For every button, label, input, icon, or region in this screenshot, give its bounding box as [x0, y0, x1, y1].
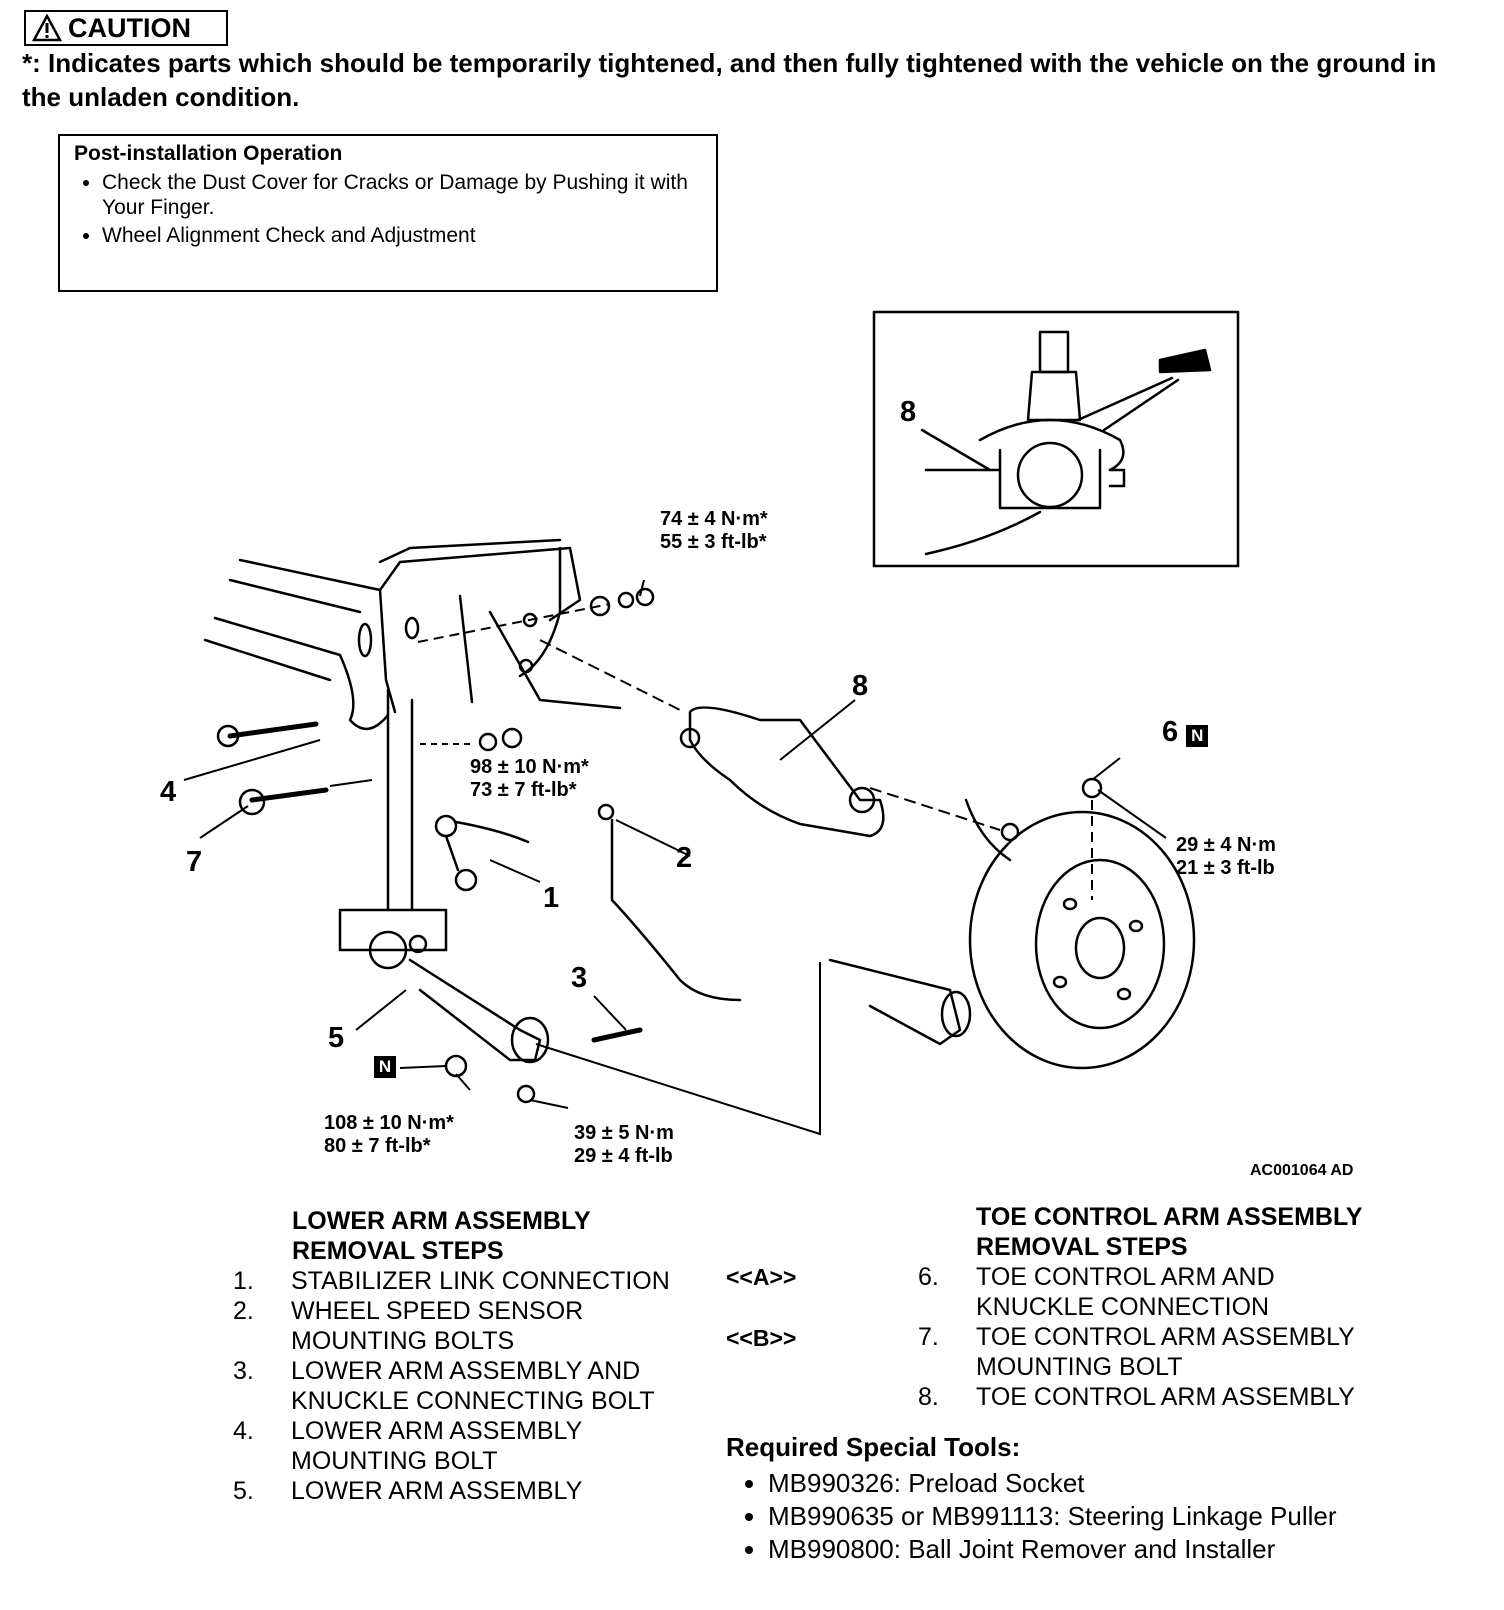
callout-8: 8 — [852, 670, 869, 702]
callout-8-inset: 8 — [900, 396, 917, 428]
toe-control-arm-drawing — [679, 706, 885, 838]
ball-joint-inset-drawing — [920, 330, 1212, 556]
callout-3: 3 — [571, 962, 588, 994]
caution-box: CAUTION — [24, 10, 228, 46]
post-installation-box: Post-installation Operation Check the Du… — [58, 134, 718, 292]
step-row: 5.LOWER ARM ASSEMBLY — [233, 1477, 583, 1505]
speed-sensor-harness-drawing — [610, 818, 742, 1002]
marker-a: <<A>> — [726, 1264, 797, 1290]
new-part-mark-lower: N — [374, 1056, 396, 1078]
crossmember-drawing — [203, 538, 622, 730]
warning-triangle-icon — [32, 14, 62, 42]
stabilizer-link-drawing — [434, 814, 530, 892]
callout-4: 4 — [160, 776, 177, 808]
tool-item: MB990800: Ball Joint Remover and Install… — [768, 1533, 1466, 1566]
exploded-diagram — [183, 310, 1240, 1136]
caution-note: *: Indicates parts which should be tempo… — [22, 48, 1437, 112]
special-tools: Required Special Tools: MB990326: Preloa… — [726, 1432, 1466, 1566]
marker-b: <<B>> — [726, 1325, 797, 1351]
lower-arm-title: LOWER ARM ASSEMBLY REMOVAL STEPS — [292, 1207, 591, 1265]
bolt-4-drawing — [227, 721, 319, 739]
callout-7: 7 — [186, 846, 203, 878]
brake-drum-drawing — [828, 798, 1196, 1070]
torque-label-4: 108 ± 10 N·m*80 ± 7 ft-lb* — [324, 1112, 454, 1157]
caution-label: CAUTION — [68, 12, 191, 43]
step-row: 8.TOE CONTROL ARM ASSEMBLY — [918, 1383, 1355, 1411]
new-part-mark: N — [1186, 725, 1209, 747]
callout-1: 1 — [543, 882, 560, 914]
tool-item: MB990326: Preload Socket — [768, 1467, 1466, 1500]
step-row: 1.STABILIZER LINK CONNECTION — [233, 1267, 670, 1295]
callout-5: 5 — [328, 1022, 345, 1054]
callout-6: 6 N — [1162, 716, 1209, 749]
toe-control-title: TOE CONTROL ARM ASSEMBLY REMOVAL STEPS — [976, 1203, 1363, 1261]
torque-label-2: 98 ± 10 N·m*73 ± 7 ft-lb* — [470, 756, 589, 801]
torque-label-1: 74 ± 4 N·m*55 ± 3 ft-lb* — [660, 508, 768, 553]
post-installation-item: Wheel Alignment Check and Adjustment — [102, 223, 702, 248]
callout-2: 2 — [676, 842, 693, 874]
special-tools-title: Required Special Tools: — [726, 1432, 1021, 1462]
post-installation-item: Check the Dust Cover for Cracks or Damag… — [102, 170, 702, 220]
post-installation-title: Post-installation Operation — [74, 142, 343, 165]
ball-joint-inset-frame — [872, 310, 1240, 568]
lower-arm-drawing — [338, 688, 550, 1064]
tool-item: MB990635 or MB991113: Steering Linkage P… — [768, 1500, 1466, 1533]
lower-arm-steps: 1.STABILIZER LINK CONNECTION 2.WHEEL SPE… — [233, 1266, 703, 1506]
figure-code: AC001064 AD — [1250, 1162, 1354, 1179]
